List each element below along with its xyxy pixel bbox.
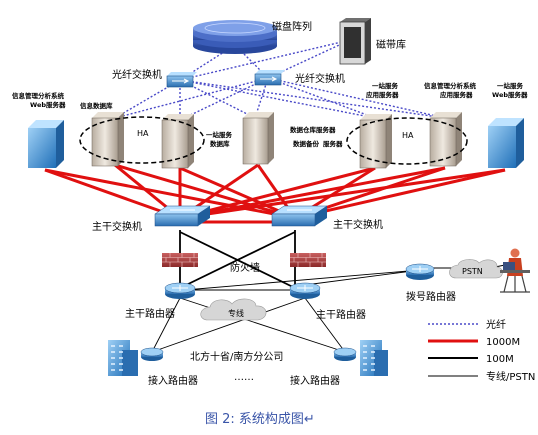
- web-server-right-icon: [488, 118, 524, 168]
- dial-router-icon: [405, 263, 435, 280]
- leased-cloud-icon: [200, 298, 267, 321]
- core-router-right-icon: [289, 282, 321, 299]
- legend-label-fiber: 光纤: [486, 318, 506, 331]
- core-switch-left-icon: [154, 205, 211, 227]
- web-server-left-label-2: Web服务器: [30, 100, 66, 109]
- remote-user-icon: [500, 248, 530, 293]
- core-switch-right-icon: [271, 205, 328, 227]
- warehouse-server-icon: [242, 112, 274, 165]
- access-router-right-label: 接入路由器: [290, 374, 340, 387]
- legend-label-1000m: 1000M: [486, 337, 520, 348]
- backup-server-label-1: 数据备份: [293, 139, 320, 148]
- pstn-label: PSTN: [462, 267, 483, 276]
- branch-building-left-icon: [108, 340, 138, 376]
- ha-right-label: HA: [402, 131, 414, 140]
- leased-cloud-label: 专线: [228, 308, 244, 318]
- onestop-app-label-1: 一站服务: [372, 81, 399, 90]
- access-router-left-icon: [140, 347, 164, 361]
- branch-building-right-icon: [360, 340, 388, 376]
- info-db-label: 信息数据库: [80, 101, 113, 110]
- firewall-label: 防火墙: [230, 261, 260, 274]
- onestop-web-label-1: 一站服务: [497, 81, 524, 90]
- ha-left-label: HA: [137, 129, 149, 138]
- firewall-left-icon: [162, 253, 198, 267]
- info-app-label-2: 应用服务器: [440, 90, 473, 99]
- backup-server-label-2: 服务器: [323, 139, 343, 148]
- disk-array-label: 磁盘阵列: [272, 20, 312, 33]
- fiber-switch-left-label: 光纤交换机: [112, 68, 162, 81]
- core-router-left-label: 主干路由器: [125, 307, 175, 320]
- onestop-app-server-icon: [359, 114, 392, 169]
- onestop-app-label-2: 应用服务器: [366, 90, 399, 99]
- access-router-left-label: 接入路由器: [148, 374, 198, 387]
- firewall-right-icon: [290, 253, 326, 267]
- ha-right-cluster: [346, 117, 468, 165]
- ha-left-cluster: [79, 116, 205, 164]
- core-switch-left-label: 主干交换机: [92, 220, 142, 233]
- branches-label: 北方十省/南方分公司: [190, 350, 283, 363]
- onestop-db-label-1: 一站服务: [206, 130, 233, 139]
- fiber-switch-left-icon: [166, 72, 197, 88]
- legend: 光纤 1000M 100M 专线/PSTN: [428, 318, 535, 383]
- onestop-web-label-2: Web服务器: [492, 90, 528, 99]
- dial-router-label: 拨号路由器: [406, 290, 456, 303]
- web-server-left-icon: [28, 120, 64, 168]
- legend-label-leased: 专线/PSTN: [486, 370, 535, 383]
- fiber-links: [114, 39, 446, 121]
- core-router-left-icon: [164, 282, 196, 299]
- fiber-switch-right-icon: [254, 70, 285, 86]
- warehouse-db-label: 数据仓库服务器: [290, 125, 336, 134]
- onestop-db-server-icon: [161, 114, 194, 169]
- info-app-label-1: 信息管理分析系统: [424, 81, 477, 90]
- ellipsis-label: ……: [234, 372, 254, 383]
- figure-caption: 图 2: 系统构成图↵: [205, 412, 315, 427]
- core-switch-right-label: 主干交换机: [333, 218, 383, 231]
- onestop-db-label-2: 数据库: [210, 139, 230, 148]
- core-router-right-label: 主干路由器: [316, 308, 366, 321]
- fiber-switch-right-label: 光纤交换机: [295, 72, 345, 85]
- disk-array-icon: [193, 20, 277, 54]
- tape-library-label: 磁带库: [376, 38, 406, 51]
- leased-links: [151, 264, 506, 353]
- tape-library-icon: [339, 18, 371, 65]
- web-server-left-label-1: 信息管理分析系统: [12, 91, 65, 100]
- access-router-right-icon: [333, 347, 357, 361]
- legend-label-100m: 100M: [486, 354, 514, 365]
